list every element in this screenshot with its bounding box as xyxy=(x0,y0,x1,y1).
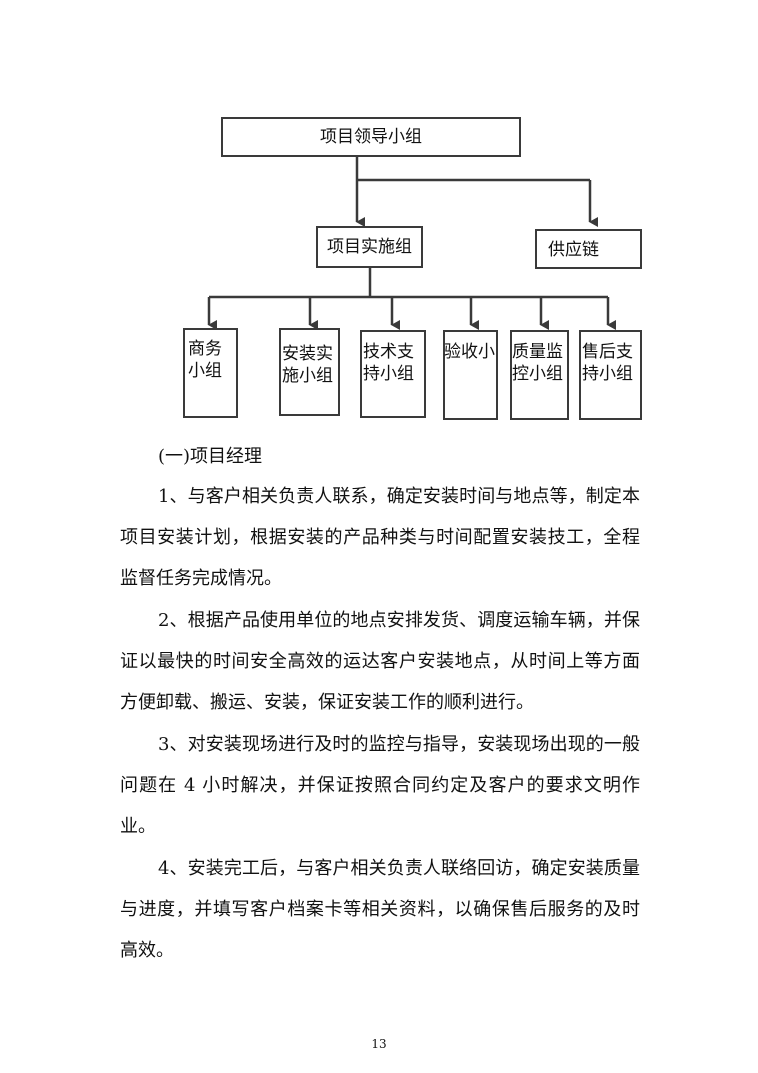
box-acceptance-group xyxy=(443,330,498,420)
paragraph-2: 2、根据产品使用单位的地点安排发货、调度运输车辆，并保证以最快的时间安全高效的运… xyxy=(120,610,640,713)
box-quality-control-group xyxy=(510,330,569,420)
paragraph-4: 4、安装完工后，与客户相关负责人联络回访，确定安装质量与进度，并填写客户档案卡等… xyxy=(120,858,640,961)
page-number: 13 xyxy=(371,1037,387,1051)
box-project-leadership xyxy=(221,117,521,157)
label-after-sales-group: 售后支 持小组 xyxy=(582,342,633,384)
label-installation-group: 安装实 施小组 xyxy=(282,344,333,386)
box-supply-chain xyxy=(535,229,642,269)
box-installation-group xyxy=(279,328,340,416)
label-acceptance-group: 验收小 xyxy=(444,342,495,362)
label-tech-support-group: 技术支 持小组 xyxy=(363,342,414,384)
paragraph-1: 1、与客户相关负责人联系，确定安装时间与地点等，制定本项目安装计划，根据安装的产… xyxy=(120,486,640,589)
label-quality-control-group: 质量监 控小组 xyxy=(512,342,563,384)
label-project-leadership: 项目领导小组 xyxy=(320,127,422,147)
paragraph-3: 3、对安装现场进行及时的监控与指导，安装现场出现的一般问题在 4 小时解决，并保… xyxy=(120,734,640,837)
org-chart-connectors xyxy=(207,157,616,330)
label-supply-chain: 供应链 xyxy=(548,240,599,260)
box-after-sales-group xyxy=(579,330,642,420)
box-business-group xyxy=(183,328,238,418)
org-chart: 项目领导小组 项目实施组 供应链 商务 小组 安装实 施小组 技术支 持小组 验… xyxy=(0,0,758,430)
label-business-group: 商务 小组 xyxy=(188,339,222,381)
box-tech-support-group xyxy=(360,330,426,418)
box-project-implementation xyxy=(316,226,423,268)
section-heading: (一)项目经理 xyxy=(158,446,263,467)
label-project-implementation: 项目实施组 xyxy=(327,237,412,257)
